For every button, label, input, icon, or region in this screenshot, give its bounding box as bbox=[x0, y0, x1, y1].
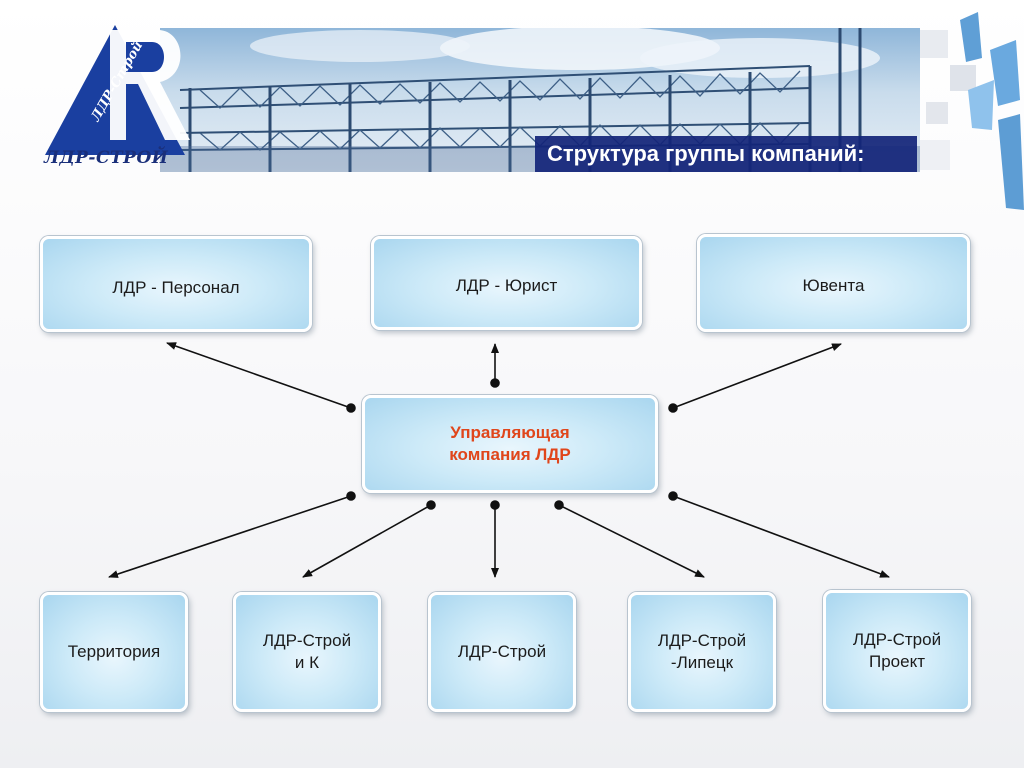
page-title: Структура группы компаний: bbox=[535, 136, 917, 172]
node-label: Территория bbox=[67, 641, 161, 661]
node-label: ЛДР-Строй -Липецк bbox=[657, 630, 747, 672]
node-label: ЛДР-Строй bbox=[457, 641, 547, 661]
node-label: ЛДР - Юрист bbox=[455, 276, 558, 295]
node-ldr-jurist: ЛДР - Юрист bbox=[371, 236, 642, 330]
arrow-to-personal bbox=[166, 342, 352, 409]
node-ldr-stroj-lipeck: ЛДР-Строй -Липецк bbox=[628, 592, 776, 712]
decorative-shards bbox=[920, 12, 1024, 210]
company-logo: ЛДР-Строй bbox=[45, 25, 190, 155]
arrow-to-juventa bbox=[672, 343, 842, 409]
arrow-to-lipeck bbox=[558, 504, 705, 578]
logo-wordmark: ЛДР-СТРОЙ bbox=[44, 148, 169, 168]
node-label: ЛДР-Строй и К bbox=[262, 630, 352, 672]
node-label: ЛДР - Персонал bbox=[112, 278, 240, 297]
node-label: ЛДР-Строй Проект bbox=[852, 629, 942, 671]
header: Структура группы компаний: ЛДР-Строй ЛДР… bbox=[0, 0, 1024, 210]
node-ldr-stroj-proekt: ЛДР-Строй Проект bbox=[823, 590, 971, 712]
node-juventa: Ювента bbox=[697, 234, 970, 332]
node-territory: Территория bbox=[40, 592, 188, 712]
node-ldr-stroj: ЛДР-Строй bbox=[428, 592, 576, 712]
arrow-to-proekt bbox=[672, 495, 890, 578]
node-label: Управляющая компания ЛДР bbox=[449, 422, 571, 464]
node-ldr-personal: ЛДР - Персонал bbox=[40, 236, 312, 332]
node-management-company: Управляющая компания ЛДР bbox=[362, 395, 658, 493]
arrow-to-strojk bbox=[302, 504, 432, 578]
node-label: Ювента bbox=[802, 276, 865, 295]
arrow-to-territory bbox=[108, 495, 352, 578]
node-ldr-stroj-i-k: ЛДР-Строй и К bbox=[233, 592, 381, 712]
